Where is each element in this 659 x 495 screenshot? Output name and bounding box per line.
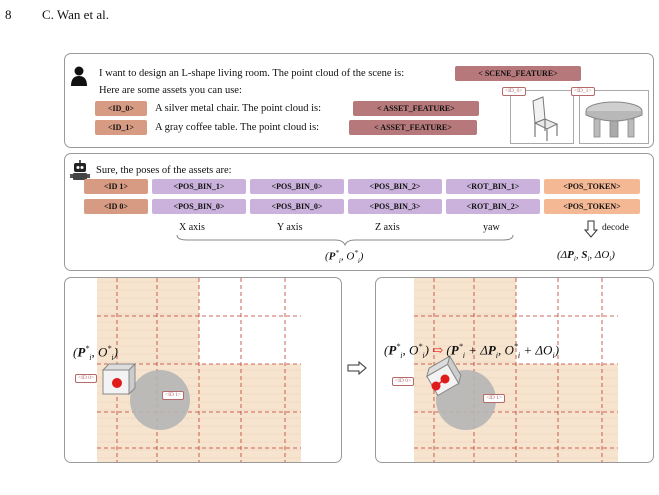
grouping-brace <box>175 234 515 246</box>
robot-icon <box>69 159 91 181</box>
response-line-1: Sure, the poses of the assets are: <box>96 165 232 177</box>
scene-before-id0: <ID 0> <box>75 374 97 383</box>
chair-thumbnail: <ID_0> <box>510 90 574 144</box>
thumb-label-id-1: <ID_1> <box>571 87 595 96</box>
asset-id-1: <ID_1> <box>95 120 147 135</box>
running-header: C. Wan et al. <box>42 7 109 23</box>
prompt-box: I want to design an L-shape living room.… <box>64 53 654 148</box>
asset-1-text: A gray coffee table. The point cloud is: <box>155 122 319 134</box>
scene-after-id0: <ID 0> <box>392 377 414 386</box>
decode-arrow-icon <box>584 220 598 238</box>
user-icon <box>71 66 87 86</box>
thumb-label-id-0: <ID_0> <box>502 87 526 96</box>
row2-y-token: <POS_BIN_0> <box>250 199 344 214</box>
chair-before-icon <box>103 364 135 394</box>
decode-label: decode <box>602 223 629 233</box>
pose-output-math: (ΔPi, Si, ΔOi) <box>557 249 615 263</box>
row1-id-token: <ID 1> <box>84 179 148 194</box>
prompt-line-1: I want to design an L-shape living room.… <box>99 68 404 80</box>
scene-after-label: (P*i, O*i) ⇨ (P*i + ΔPi, O*i + ΔOi) <box>384 342 559 360</box>
scene-after-panel: (P*i, O*i) ⇨ (P*i + ΔPi, O*i + ΔOi) <ID … <box>375 277 654 463</box>
update-arrow-icon: ⇨ <box>432 342 443 357</box>
asset-0-feature-token: < ASSET_FEATURE> <box>353 101 479 116</box>
row1-pos-token: <POS_TOKEN> <box>544 179 640 194</box>
axis-label-y: Y axis <box>277 222 302 233</box>
row2-pos-token: <POS_TOKEN> <box>544 199 640 214</box>
floor-plan-after <box>376 278 653 462</box>
axis-label-x: X axis <box>179 222 205 233</box>
row1-y-token: <POS_BIN_0> <box>250 179 344 194</box>
row2-yaw-token: <ROT_BIN_2> <box>446 199 540 214</box>
prompt-line-2: Here are some assets you can use: <box>99 85 242 97</box>
row2-z-token: <POS_BIN_3> <box>348 199 442 214</box>
scene-after-id1: <ID 1> <box>483 394 505 403</box>
asset-0-text: A silver metal chair. The point cloud is… <box>155 103 321 115</box>
scene-before-label: (P*i, O*i) <box>73 344 118 362</box>
table-icon <box>580 91 648 143</box>
scene-feature-token: < SCENE_FEATURE> <box>455 66 581 81</box>
chair-icon <box>511 91 573 143</box>
asset-1-feature-token: < ASSET_FEATURE> <box>349 120 477 135</box>
page-number: 8 <box>5 7 12 23</box>
table-thumbnail: <ID_1> <box>579 90 649 144</box>
row1-x-token: <POS_BIN_1> <box>152 179 246 194</box>
floor-plan-before <box>65 278 341 462</box>
transition-arrow-icon <box>347 361 367 375</box>
row1-z-token: <POS_BIN_2> <box>348 179 442 194</box>
pose-input-math: (P*i, O*i) <box>325 249 363 265</box>
axis-label-z: Z axis <box>375 222 400 233</box>
row2-id-token: <ID 0> <box>84 199 148 214</box>
response-box: Sure, the poses of the assets are: <ID 1… <box>64 153 654 271</box>
row1-yaw-token: <ROT_BIN_1> <box>446 179 540 194</box>
row2-x-token: <POS_BIN_0> <box>152 199 246 214</box>
axis-label-yaw: yaw <box>483 222 500 233</box>
asset-id-0: <ID_0> <box>95 101 147 116</box>
scene-before-id1: <ID 1> <box>162 391 184 400</box>
scene-before-panel: (P*i, O*i) <ID 0> <ID 1> <box>64 277 342 463</box>
